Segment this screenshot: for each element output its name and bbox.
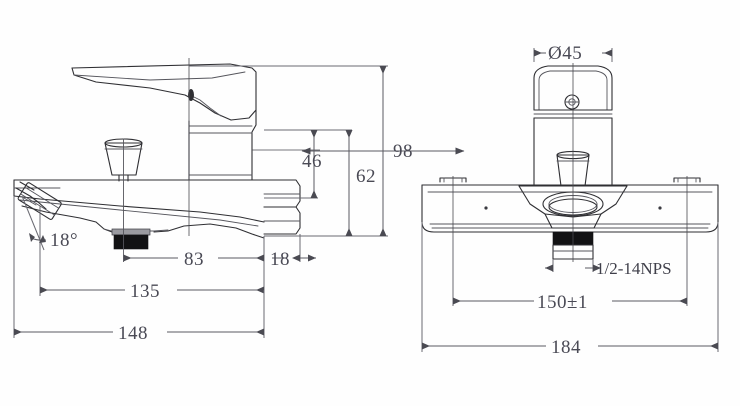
dimension-83: 83 <box>123 236 265 270</box>
dimension-label-18-projection: 18 <box>270 249 290 270</box>
plan-view: Ø45 1/2-14NPS 150±1 <box>421 41 719 358</box>
dimension-46: 46 <box>264 129 322 199</box>
dimension-angle-18: 18° <box>21 195 78 251</box>
dimension-thread-spec: 1/2-14NPS <box>545 259 672 278</box>
dimension-184: 184 <box>421 222 719 358</box>
dimension-dia45: Ø45 <box>533 41 613 64</box>
dimension-150: 150±1 <box>452 236 688 313</box>
dimension-label-angle-18: 18° <box>50 230 78 251</box>
dimension-label-148: 148 <box>118 323 148 344</box>
diverter-knob <box>104 138 143 182</box>
dimension-18-projection: 18 <box>270 234 316 270</box>
outlet-aerator <box>15 181 62 220</box>
dimension-135: 135 <box>39 244 265 302</box>
union-nut <box>263 179 301 235</box>
dimension-62: 62 <box>300 129 376 237</box>
mixer-body-neck <box>188 109 257 181</box>
dimension-label-150: 150±1 <box>537 292 588 313</box>
dimension-label-46: 46 <box>302 151 322 172</box>
dimension-label-dia45: Ø45 <box>548 43 582 64</box>
mixer-body-block <box>13 179 265 227</box>
mounting-shank <box>111 179 151 253</box>
dimension-label-135: 135 <box>130 281 160 302</box>
dimension-label-184: 184 <box>551 337 581 358</box>
dimension-label-thread: 1/2-14NPS <box>596 259 672 278</box>
lever-handle <box>71 63 257 121</box>
dimension-label-62: 62 <box>356 166 376 187</box>
dimension-label-83: 83 <box>184 249 204 270</box>
front-elevation-view: 98 62 46 <box>13 58 465 344</box>
cap-skirt <box>533 117 613 186</box>
dimension-label-98: 98 <box>393 141 413 162</box>
dimension-98: 98 <box>189 65 465 237</box>
dimension-148: 148 <box>13 196 265 344</box>
